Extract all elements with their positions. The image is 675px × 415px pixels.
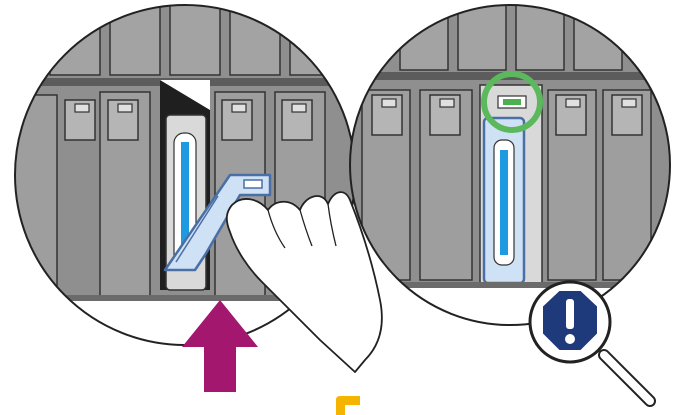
accent-tab [336, 396, 360, 415]
seated-panel [340, 0, 675, 330]
warning-badge-icon [542, 290, 598, 351]
